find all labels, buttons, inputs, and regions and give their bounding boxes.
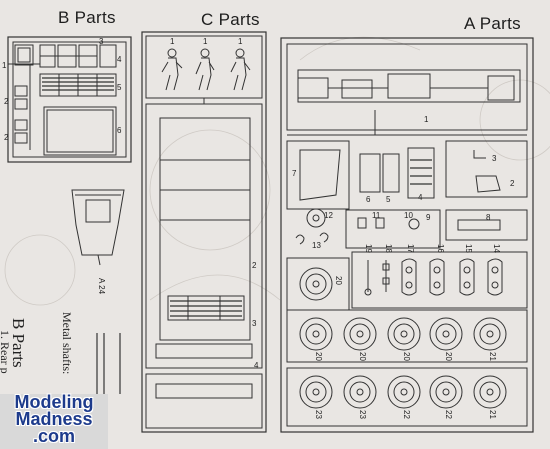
a-label-15: 15: [464, 244, 473, 253]
a-label-20: 20: [334, 276, 343, 285]
wheel-label: 20: [444, 352, 453, 361]
b-parts-title: B Parts: [58, 8, 116, 27]
a-label-14: 14: [492, 244, 501, 253]
a-label-11: 11: [372, 211, 381, 220]
wheel-label: 21: [488, 352, 497, 361]
wheel-label: 22: [444, 410, 453, 419]
c-parts-runner: [141, 31, 267, 433]
metal-shafts-text: Metal shafts:: [60, 312, 74, 375]
logo-line-1: Modeling: [14, 392, 94, 412]
wheel-label: 23: [358, 410, 367, 419]
wheel-label: 20: [314, 352, 323, 361]
a-wheels: [299, 317, 507, 409]
soldier-figures: [161, 48, 251, 91]
wheel-label: 20: [402, 352, 411, 361]
a24-label: A 24: [97, 278, 106, 295]
wheel-label: 20: [358, 352, 367, 361]
a-parts-runner: [280, 37, 534, 433]
a-label-1: 1: [424, 115, 429, 124]
wheel-label: 22: [402, 410, 411, 419]
c-label-4: 4: [254, 361, 259, 370]
a-label-5: 5: [386, 195, 391, 204]
c-label-2: 2: [252, 261, 257, 270]
a-label-7: 7: [292, 169, 297, 178]
a-label-13: 13: [312, 241, 321, 250]
a-label-3: 3: [492, 154, 497, 163]
a-label-8: 8: [486, 213, 491, 222]
rear-part-text: 1. Rear p: [0, 330, 12, 374]
c-parts-title: C Parts: [201, 10, 260, 29]
b-label-4: 4: [117, 55, 122, 64]
a-label-2: 2: [510, 179, 515, 188]
b-label-2b: 2: [4, 133, 9, 142]
c-label-1a: 1: [170, 37, 175, 46]
wheel-label: 23: [314, 410, 323, 419]
a-label-19: 19: [364, 244, 373, 253]
b-label-2a: 2: [4, 97, 9, 106]
wheel-label: 21: [488, 410, 497, 419]
a24-part: [71, 189, 125, 266]
b-label-5: 5: [117, 83, 122, 92]
a-label-10: 10: [404, 211, 413, 220]
a-label-18: 18: [384, 244, 393, 253]
logo-line-3: .com: [32, 426, 75, 446]
a-label-16: 16: [436, 244, 445, 253]
a-label-9: 9: [426, 213, 431, 222]
a-label-12: 12: [324, 211, 333, 220]
a-label-6: 6: [366, 195, 371, 204]
c-label-3: 3: [252, 319, 257, 328]
b-label-1: 1: [2, 61, 7, 70]
metal-shafts: [96, 333, 121, 394]
b-parts-runner: [7, 36, 132, 163]
c-label-1c: 1: [238, 37, 243, 46]
c-label-1b: 1: [203, 37, 208, 46]
logo-line-2: Madness: [15, 409, 93, 429]
a-label-17: 17: [406, 244, 415, 253]
b-label-3: 3: [99, 37, 104, 46]
a-label-4: 4: [418, 193, 423, 202]
a-parts-title: A Parts: [464, 14, 521, 33]
b-label-6: 6: [117, 126, 122, 135]
modeling-madness-logo: Modeling Madness .com: [0, 392, 108, 449]
